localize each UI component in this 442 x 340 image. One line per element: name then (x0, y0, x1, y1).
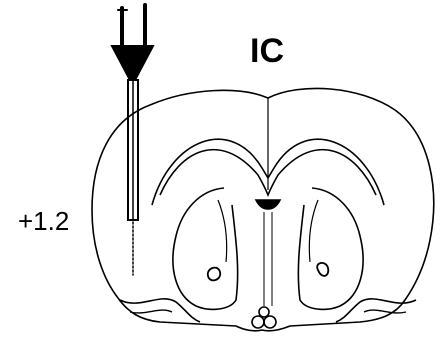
section-title: IC (250, 32, 284, 70)
brain-section-outline (92, 88, 434, 330)
electrode-icon (112, 5, 153, 275)
coordinate-label: +1.2 (18, 206, 69, 236)
